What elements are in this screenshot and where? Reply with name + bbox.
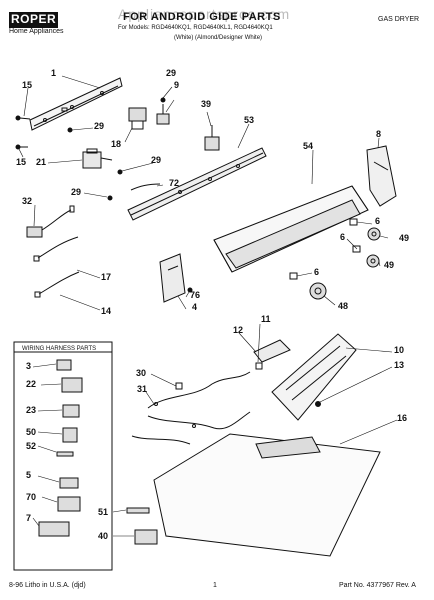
callout-10: 10 <box>394 345 405 355</box>
callout-5: 5 <box>26 470 32 480</box>
brand-subtitle: Home Appliances <box>9 28 64 35</box>
footer-part-number: Part No. 4377967 Rev. A <box>339 582 416 589</box>
part-23-connector <box>62 404 80 418</box>
callout-49-b: 49 <box>384 260 395 270</box>
callout-21: 21 <box>36 157 47 167</box>
part-32-harness <box>26 205 75 238</box>
callout-70: 70 <box>26 492 37 502</box>
callout-4: 4 <box>192 302 198 312</box>
callout-40: 40 <box>98 531 109 541</box>
callout-16: 16 <box>397 413 408 423</box>
callout-12: 12 <box>233 325 244 335</box>
part-10-lint-screen <box>271 333 357 421</box>
callout-51: 51 <box>98 507 109 517</box>
callout-13: 13 <box>394 360 405 370</box>
callout-15-bottom: 15 <box>16 157 27 167</box>
color-list: (White) (Almond/Designer White) <box>174 35 263 41</box>
part-18-knob <box>128 107 147 130</box>
callout-76: 76 <box>190 290 201 300</box>
brand-logo: ROPER <box>11 12 57 26</box>
callout-11: 11 <box>261 314 271 324</box>
callout-49-a: 49 <box>399 233 410 243</box>
callout-17: 17 <box>101 272 112 282</box>
part-51-terminal <box>126 507 150 514</box>
model-list: For Models: RGD4640KQ1, RGD4640KL1, RGD4… <box>118 25 273 31</box>
callout-29-c: 29 <box>151 155 162 165</box>
callout-72: 72 <box>169 178 180 188</box>
callout-30: 30 <box>136 368 147 378</box>
part-1-panel-bracket <box>29 77 123 131</box>
part-15-screws <box>15 115 31 150</box>
watermark: Appliancepartspros.com <box>118 6 291 22</box>
callout-6-a: 6 <box>375 216 381 226</box>
footer-litho: 8-96 Litho in U.S.A. (djd) <box>9 582 86 589</box>
part-52-terminal <box>56 451 74 457</box>
part-8-end-cap <box>366 145 397 207</box>
appliance-type: GAS DRYER <box>378 16 420 23</box>
callout-22: 22 <box>26 379 37 389</box>
part-9-switch <box>156 104 170 125</box>
callout-14: 14 <box>101 306 112 316</box>
callout-54: 54 <box>303 141 314 151</box>
part-39-timer <box>204 125 220 151</box>
callout-1: 1 <box>51 68 57 78</box>
part-70-connector <box>57 496 81 512</box>
part-54-console <box>213 185 369 273</box>
footer-page-number: 1 <box>213 582 217 589</box>
callout-29-a: 29 <box>94 121 105 131</box>
part-22-connector <box>61 377 83 393</box>
part-50-connector <box>62 427 78 443</box>
part-29-screws <box>67 97 166 201</box>
callout-53: 53 <box>244 115 255 125</box>
part-7-connector <box>38 521 70 537</box>
callout-39: 39 <box>201 99 212 109</box>
part-4-bracket <box>159 253 186 303</box>
callout-50: 50 <box>26 427 37 437</box>
callout-29-d: 29 <box>71 187 82 197</box>
part-31-wire-harness <box>131 371 251 445</box>
callout-18: 18 <box>111 139 122 149</box>
part-17-wire <box>33 236 79 262</box>
part-76-screw <box>187 287 193 293</box>
part-11-clip <box>255 362 263 370</box>
part-21-switch <box>82 148 113 169</box>
callout-29-b: 29 <box>166 68 177 78</box>
callout-3: 3 <box>26 361 32 371</box>
part-12-door-hinge <box>253 339 291 363</box>
leader-lines <box>18 75 398 537</box>
part-13-screw <box>315 401 321 407</box>
callout-23: 23 <box>26 405 37 415</box>
callout-9: 9 <box>174 80 180 90</box>
part-16-top-panel <box>153 433 381 557</box>
callout-48: 48 <box>338 301 349 311</box>
wiring-harness-box-title: WIRING HARNESS PARTS <box>22 346 97 352</box>
part-30-harness-clip <box>175 382 183 390</box>
part-3-terminal <box>56 359 72 371</box>
page-title: FOR ANDROID GIDE PARTS <box>123 11 281 23</box>
callout-7: 7 <box>26 513 32 523</box>
part-14-wire <box>34 271 80 298</box>
part-53-control-panel <box>127 147 267 221</box>
callout-6-b: 6 <box>340 232 346 242</box>
part-48-knob <box>309 282 327 300</box>
part-49-knobs <box>366 227 381 268</box>
brand-logo-box <box>9 12 58 28</box>
callout-32: 32 <box>22 196 33 206</box>
part-5-connector <box>59 477 79 489</box>
part-40-connector <box>134 529 158 545</box>
callout-31: 31 <box>137 384 148 394</box>
callout-52: 52 <box>26 441 37 451</box>
part-72-wire <box>130 183 161 191</box>
callout-8: 8 <box>376 129 382 139</box>
callout-6-c: 6 <box>314 267 320 277</box>
callout-15-top: 15 <box>22 80 33 90</box>
wiring-harness-box-frame <box>13 341 113 571</box>
